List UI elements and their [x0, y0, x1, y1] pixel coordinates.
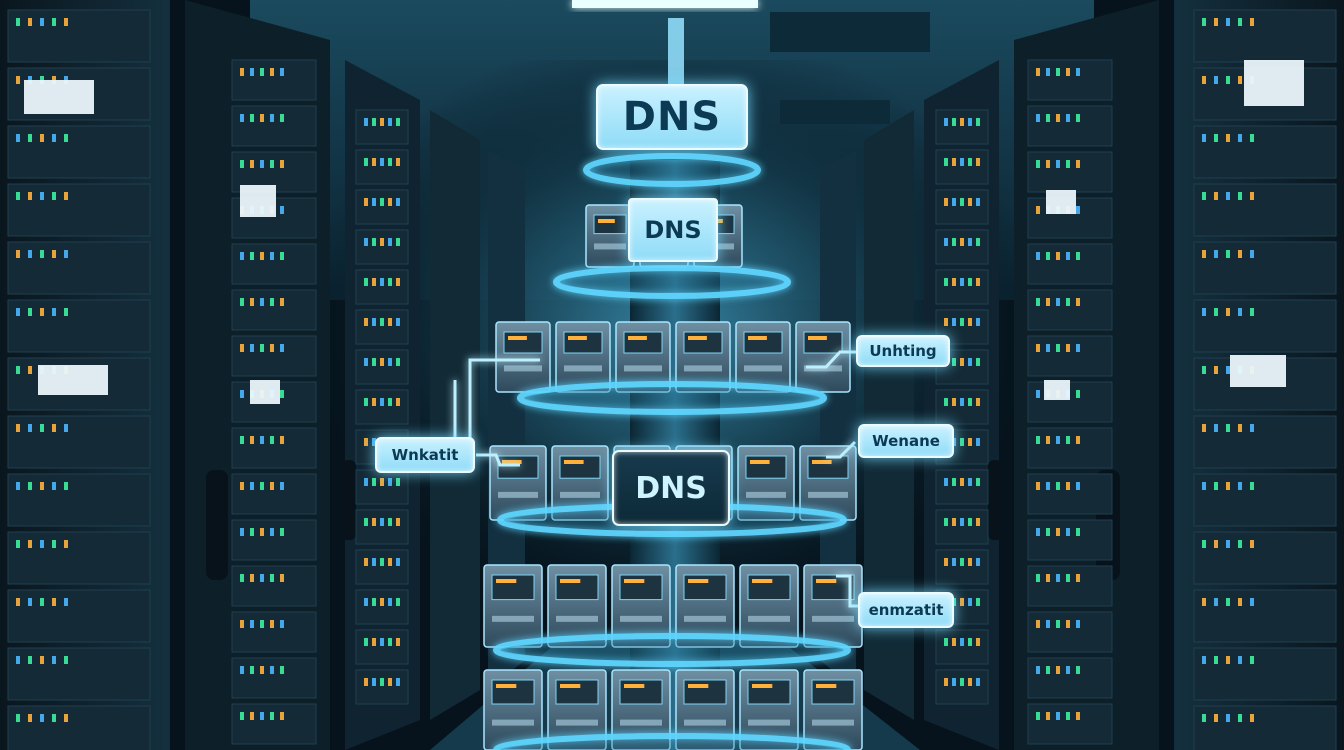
ceiling-panel: [770, 12, 930, 52]
tag-right-middle: Wenane: [858, 424, 954, 458]
dns-sign-top: DNS: [596, 84, 748, 150]
tag-right-upper: Unhting: [856, 335, 950, 367]
dns-sign-second: DNS: [628, 198, 718, 262]
tag-left: Wnkatit: [375, 437, 475, 473]
connector-lines: [453, 350, 858, 608]
rack-led-indicators: [7, 9, 1337, 750]
tag-right-lower: enmzatit: [858, 592, 954, 628]
ceiling-light: [572, 0, 758, 8]
ceiling-panel: [780, 100, 890, 124]
dns-sign-middle: DNS: [612, 450, 730, 526]
